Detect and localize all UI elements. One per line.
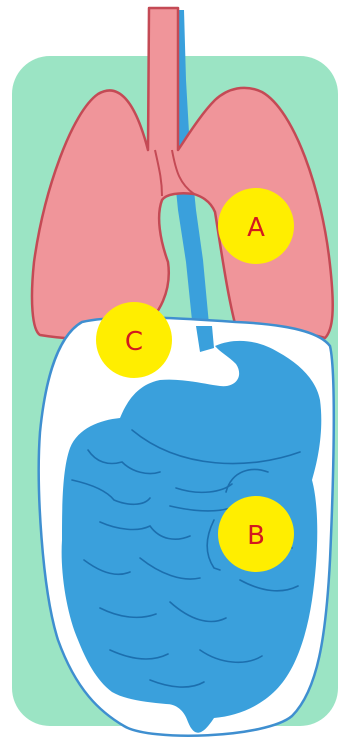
marker-c-label: C bbox=[125, 327, 143, 357]
marker-a: A bbox=[218, 188, 294, 264]
marker-b-label: B bbox=[247, 521, 265, 551]
marker-c: C bbox=[96, 302, 172, 378]
marker-b: B bbox=[218, 496, 294, 572]
marker-a-label: A bbox=[247, 213, 265, 243]
